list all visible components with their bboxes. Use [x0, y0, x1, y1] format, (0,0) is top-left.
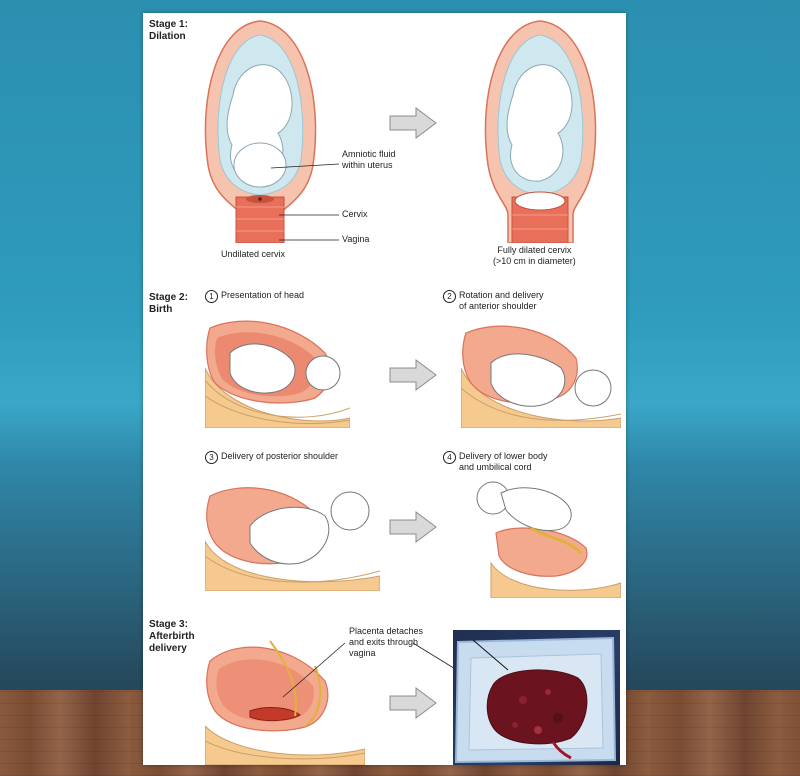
label-placenta-line3: vagina: [349, 648, 376, 658]
stage2-title-line1: Stage 2:: [149, 292, 188, 303]
step-4-line1: Delivery of lower body: [459, 451, 548, 461]
placenta-photo: [453, 630, 620, 765]
stage1-title-line1: Stage 1:: [149, 19, 188, 30]
step-2-number: 2: [443, 290, 456, 303]
step-2-label: 2 Rotation and delivery of anterior shou…: [443, 290, 544, 312]
birth-step-2-illustration: [461, 325, 621, 428]
label-vagina: Vagina: [342, 234, 370, 244]
label-amniotic-line2: within uterus: [342, 160, 393, 170]
label-placenta-line1: Placenta detaches: [349, 626, 424, 636]
step-4-text: Delivery of lower body and umbilical cor…: [459, 451, 548, 473]
afterbirth-uterus-illustration: [205, 640, 365, 765]
placenta-in-tray-image: [454, 636, 617, 764]
step-3-label: 3 Delivery of posterior shoulder: [205, 451, 338, 464]
step-2-text: Rotation and delivery of anterior should…: [459, 290, 544, 312]
diagram-board: Stage 1: Dilation Amniotic fluid within …: [143, 13, 626, 765]
step-1-label: 1 Presentation of head: [205, 290, 304, 303]
label-placenta-line2: and exits through: [349, 637, 419, 647]
step-1-number: 1: [205, 290, 218, 303]
stage2-title: Stage 2: Birth: [149, 292, 188, 316]
stage1-leader-lines: [271, 163, 340, 241]
step-3-text: Delivery of posterior shoulder: [221, 451, 339, 461]
uterus-dilated-illustration: [484, 20, 597, 243]
step-3-number: 3: [205, 451, 218, 464]
arrow-stage1: [389, 107, 437, 139]
step-4-line2: and umbilical cord: [459, 462, 532, 472]
label-cervix: Cervix: [342, 209, 368, 219]
birth-step-3-illustration: [205, 487, 380, 591]
step-4-label: 4 Delivery of lower body and umbilical c…: [443, 451, 548, 473]
stage3-title-line3: delivery: [149, 643, 187, 654]
caption-dilated-line1: Fully dilated cervix: [497, 245, 572, 255]
caption-undilated-cervix: Undilated cervix: [221, 249, 286, 259]
arrow-stage3: [389, 687, 437, 719]
label-placenta: Placenta detaches and exits through vagi…: [349, 626, 423, 659]
arrow-stage2-bottom: [389, 511, 437, 543]
step-1-text: Presentation of head: [221, 290, 305, 300]
stage3-title-line2: Afterbirth: [149, 631, 195, 642]
stage2-title-line2: Birth: [149, 304, 173, 315]
uterus-undilated-illustration: [204, 20, 317, 243]
caption-dilated-line2: (>10 cm in diameter): [493, 256, 576, 266]
label-amniotic-line1: Amniotic fluid: [342, 149, 396, 159]
caption-fully-dilated-cervix: Fully dilated cervix (>10 cm in diameter…: [493, 245, 576, 267]
birth-step-1-illustration: [205, 320, 350, 428]
step-2-line1: Rotation and delivery: [459, 290, 544, 300]
arrow-stage2-top: [389, 359, 437, 391]
stage1-title-line2: Dilation: [149, 31, 186, 42]
birth-step-4-illustration: [476, 481, 621, 598]
label-amniotic-fluid: Amniotic fluid within uterus: [342, 149, 396, 171]
step-4-number: 4: [443, 451, 456, 464]
step-2-line2: of anterior shoulder: [459, 301, 537, 311]
stage1-title: Stage 1: Dilation: [149, 19, 188, 43]
stage3-title-line1: Stage 3:: [149, 619, 188, 630]
stage3-title: Stage 3: Afterbirth delivery: [149, 619, 195, 655]
